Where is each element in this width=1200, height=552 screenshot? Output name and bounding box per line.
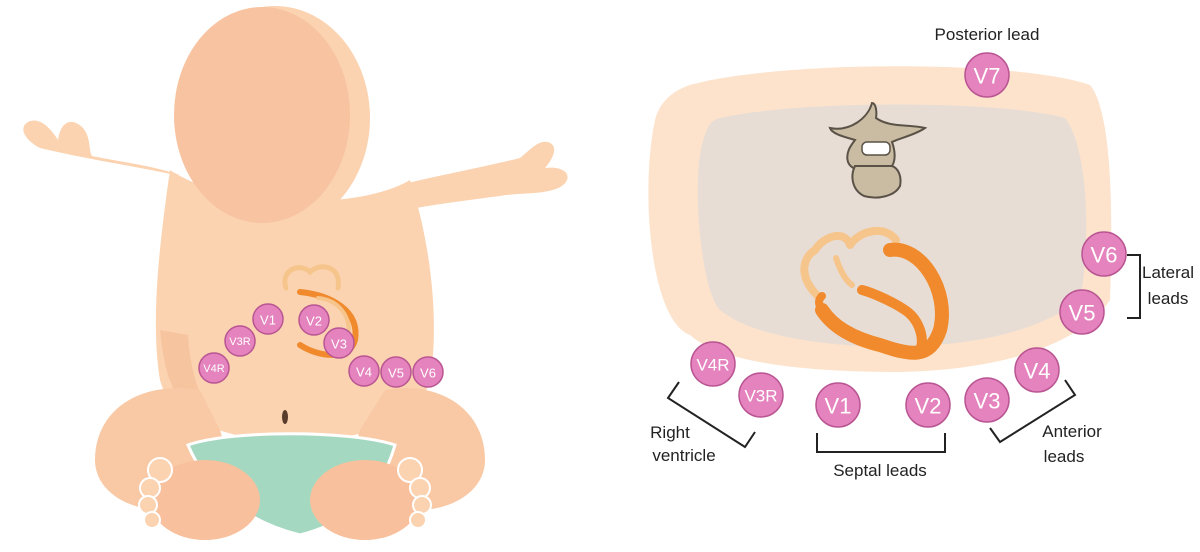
electrode-dot [964,377,1010,423]
lateral-leads-label-line1: Lateral [1142,263,1194,282]
electrode-dot [690,341,736,387]
lateral-bracket [1127,254,1141,319]
electrode-label: V5 [1069,301,1096,326]
electrode-label: V7 [974,64,1001,89]
electrode-dot [298,304,330,336]
electrode-label: V4 [1024,359,1051,384]
electrode-dot [905,382,951,428]
anterior-leads-label-line1: Anterior [1042,422,1102,441]
lateral-leads-label-line2: leads [1148,289,1189,308]
right-foot [310,460,420,540]
septal-leads-label: Septal leads [833,461,927,480]
electrode-dot [1059,289,1105,335]
electrode-label: V6 [1091,243,1118,268]
left-foot [150,460,260,540]
electrode-label: V1 [825,394,852,419]
infant-lead-v2: V2 [298,304,330,336]
anterior-leads-label-line2: leads [1044,447,1085,466]
electrode-label: V5 [388,366,404,381]
infant-lead-v5: V5 [380,356,412,388]
electrode-label: V3 [974,389,1001,414]
infant-lead-v3: V3 [323,327,355,359]
left-arm [23,120,181,175]
electrode-dot [224,325,256,357]
electrode-dot [380,356,412,388]
electrode-label: V4R [203,363,224,375]
chest-heart [800,227,949,360]
electrode-dot [738,372,784,418]
belly-button [282,410,288,424]
electrode-label: V2 [915,394,942,419]
electrode-label: V3R [229,336,250,348]
electrode-label: V2 [306,314,322,329]
chest-lead-v3: V3 [964,377,1010,423]
electrode-dot [815,382,861,428]
chest-lead-v5: V5 [1059,289,1105,335]
chest-lead-v2: V2 [905,382,951,428]
left-toes [138,457,173,529]
electrode-dot [964,52,1010,98]
chest-lead-v7: V7 [964,52,1010,98]
electrode-label: V6 [420,366,436,381]
anterior-bracket [989,379,1077,444]
electrode-label: V1 [260,313,276,328]
face [174,7,350,223]
electrode-dot [1014,347,1060,393]
electrode-label: V3 [331,337,347,352]
infant-lead-v4: V4 [348,355,380,387]
chest-lead-v1: V1 [815,382,861,428]
infant-lead-v3r: V3R [224,325,256,357]
chest-lead-v6: V6 [1081,231,1127,277]
electrode-dot [252,303,284,335]
chest-lead-v4: V4 [1014,347,1060,393]
chest-cavity [697,104,1087,347]
electrode-dot [323,327,355,359]
chest-lead-v4r: V4R [690,341,736,387]
vertebra [828,101,928,199]
right-ventricle-label-line1: Right [650,423,690,442]
rv-bracket [666,381,756,449]
posterior-lead-label: Posterior lead [935,25,1040,44]
electrode-dot [198,352,230,384]
electrode-label: V4 [356,365,372,380]
infant-lead-v1: V1 [252,303,284,335]
right-ventricle-label-line2: ventricle [652,446,715,465]
infant-lead-v6: V6 [412,356,444,388]
electrode-label: V3R [744,387,777,406]
electrode-dot [348,355,380,387]
electrode-dot [1081,231,1127,277]
infant-lead-v4r: V4R [198,352,230,384]
electrode-dot [412,356,444,388]
septal-bracket [816,433,946,453]
electrode-label: V4R [696,356,729,375]
chest-lead-v3r: V3R [738,372,784,418]
right-toes [397,457,432,529]
right-arm [400,141,568,210]
